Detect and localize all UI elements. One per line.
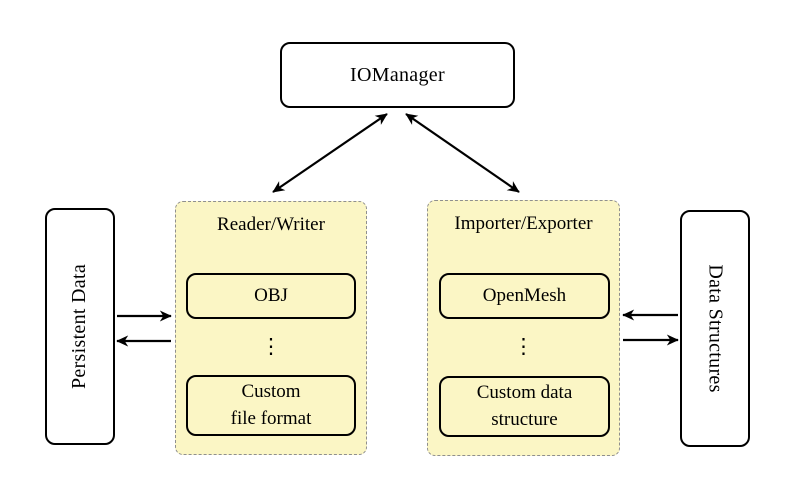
iomanager-label: IOManager (350, 63, 445, 86)
persistent-data-label: Persistent Data (68, 263, 91, 390)
openmesh-node: OpenMesh (439, 273, 610, 319)
arrow-iomanager-importerexporter (405, 113, 520, 193)
importer-exporter-title: Importer/Exporter (454, 213, 593, 234)
importer-exporter-group: Importer/Exporter OpenMesh ⋮ Custom data… (427, 200, 620, 456)
vertical-ellipsis: ⋮ (260, 334, 282, 358)
persistent-data-node: Persistent Data (45, 208, 115, 445)
obj-node: OBJ (186, 273, 356, 319)
reader-writer-group: Reader/Writer OBJ ⋮ Custom file format (175, 201, 367, 455)
data-structures-node: Data Structures (680, 210, 750, 447)
vertical-ellipsis: ⋮ (513, 334, 534, 358)
data-structures-label: Data Structures (704, 264, 727, 393)
custom-data-structure-node: Custom data structure (439, 376, 610, 437)
arrow-iomanager-readerwriter (272, 113, 388, 193)
custom-file-format-node: Custom file format (186, 375, 356, 436)
reader-writer-title: Reader/Writer (217, 214, 325, 235)
iomanager-node: IOManager (280, 42, 515, 108)
